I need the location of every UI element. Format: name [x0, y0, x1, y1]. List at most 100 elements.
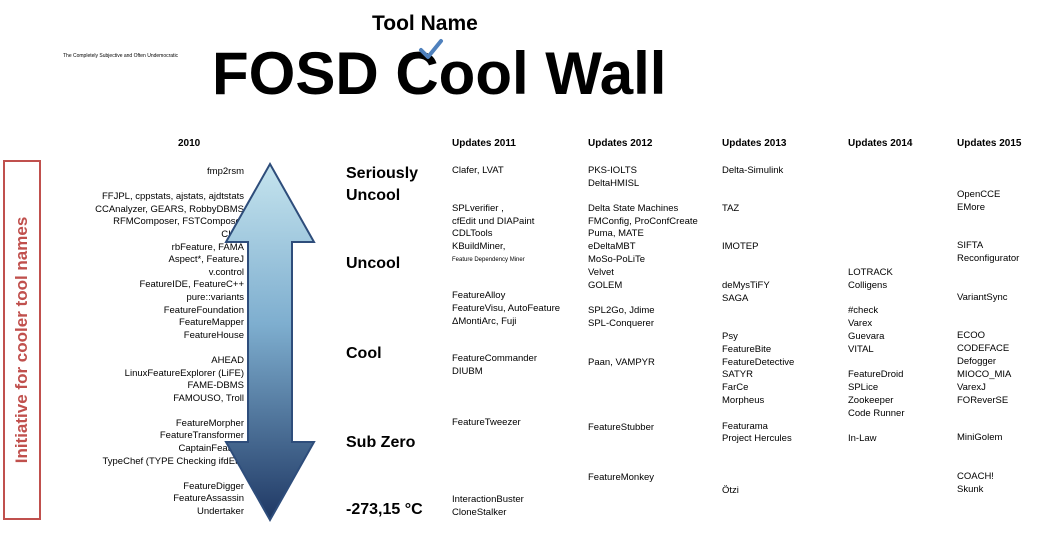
tool-name-label: Tool Name [372, 12, 478, 35]
list-item: PKS-IOLTS [588, 165, 637, 176]
list-item: FeatureFoundation [163, 304, 244, 316]
list-item: ECOO [957, 330, 985, 341]
list-item: InteractionBuster [452, 494, 524, 505]
level-sub-zero: Sub Zero [346, 434, 416, 451]
list-item: FeatureDroid [848, 369, 904, 380]
list-item: CODEFACE [957, 343, 1010, 354]
list-item: FeatureIDE, FeatureC++ [139, 279, 244, 291]
list-item: rbFeature, FAMA [171, 241, 244, 253]
column-header-2015: Updates 2015 [957, 138, 1022, 149]
list-item: FOReverSE [957, 395, 1009, 406]
column-header-2011: Updates 2011 [452, 138, 516, 149]
level-uncool: Uncool [346, 255, 401, 272]
list-item: DIUBM [452, 366, 483, 377]
list-item: Morpheus [722, 395, 765, 406]
level-absolute-zero: -273,15 °C [346, 501, 423, 518]
list-item: fmp2rsm [207, 166, 244, 177]
list-item: FFJPL, cppstats, ajstats, ajdtstats [101, 191, 244, 203]
list-item: Ötzi [722, 485, 739, 496]
list-item: Project Hercules [722, 433, 792, 444]
list-item: FeatureAssassin [173, 493, 244, 505]
list-item: COACH! [957, 471, 994, 482]
list-item: VarexJ [957, 382, 986, 393]
list-item: CCAnalyzer, GEARS, RobbyDBMS [95, 203, 244, 215]
list-item: FeatureDetective [722, 357, 795, 368]
list-item: MoSo-PoLiTe [588, 254, 646, 265]
list-item: FAMOUSO, Troll [173, 392, 244, 404]
list-item: FeatureDigger [183, 480, 244, 492]
list-item: CloneStalker [452, 507, 507, 518]
list-item: Zookeeper [848, 395, 894, 406]
list-item: MIOCO_MIA [957, 369, 1012, 380]
list-item: ΔMontiArc, Fuji [452, 316, 517, 327]
list-item: CaptainFeature [178, 443, 244, 455]
list-item: SPL-Conquerer [588, 318, 655, 329]
list-item: pure::variants [186, 291, 244, 303]
list-item: #check [848, 305, 879, 316]
list-item: VariantSync [957, 292, 1008, 303]
level-cool: Cool [346, 345, 382, 362]
list-item: Guevara [848, 331, 885, 342]
list-item: FeatureHouse [183, 329, 244, 341]
list-item: FeatureMonkey [588, 472, 655, 483]
list-item: OpenCCE [957, 189, 1001, 200]
list-item: FeatureAlloy [452, 290, 506, 301]
checkmark-icon [418, 38, 444, 65]
list-item: eDeltaMBT [588, 241, 636, 252]
list-item: DeltaHMISL [588, 178, 640, 189]
list-item: FMConfig, ProConfCreate [588, 216, 698, 227]
list-item: FeatureCommander [452, 353, 538, 364]
list-item: SPLice [848, 382, 879, 393]
list-item: Varex [848, 318, 873, 329]
list-item: Aspect*, FeatureJ [168, 254, 244, 266]
list-item: SIFTA [957, 240, 984, 251]
list-item: Puma, MATE [588, 228, 644, 239]
column-header-2010: 2010 [178, 138, 201, 149]
list-item: Skunk [957, 484, 984, 495]
list-item: RFMComposer, FSTComposer [113, 216, 244, 228]
list-item: FeatureMorpher [175, 417, 244, 429]
list-item: VITAL [848, 344, 874, 355]
list-item: Feature Dependency Miner [452, 257, 525, 263]
list-item: FeatureStubber [588, 422, 655, 433]
tagline: The Completely Subjective and Often Unde… [63, 53, 179, 59]
list-item: EMore [957, 202, 985, 213]
list-item: FarCe [722, 382, 749, 393]
list-item: SAGA [722, 293, 749, 304]
list-item: CDLTools [452, 228, 493, 239]
list-item: SATYR [722, 369, 753, 380]
list-item: KBuildMiner, [452, 241, 506, 252]
list-item: SPL2Go, Jdime [588, 305, 655, 316]
list-item: AHEAD [211, 354, 244, 366]
column-header-2012: Updates 2012 [588, 138, 653, 149]
list-item: FeatureMapper [179, 317, 244, 329]
page-title: FOSD Cool Wall [212, 40, 667, 107]
list-item: Defogger [957, 356, 997, 367]
list-item: Reconfigurator [957, 253, 1020, 264]
list-item: Clafer, LVAT [452, 165, 504, 176]
list-item: FAME-DBMS [187, 380, 244, 392]
sidebar-initiative-box: Initiative for cooler tool names [3, 160, 41, 520]
list-item: MiniGolem [957, 432, 1003, 443]
list-item: GOLEM [588, 280, 623, 291]
list-item: FeatureVisu, AutoFeature [452, 303, 561, 314]
list-item: cfEdit und DIAPaint [452, 216, 535, 227]
list-item: IMOTEP [722, 241, 759, 252]
list-item: Delta-Simulink [722, 165, 784, 176]
list-item: Featurama [722, 421, 768, 432]
list-item: Paan, VAMPYR [588, 357, 655, 368]
column-header-2013: Updates 2013 [722, 138, 787, 149]
list-item: deMysTiFY [722, 280, 770, 291]
list-item: Delta State Machines [588, 203, 679, 214]
list-item: SPLverifier , [452, 203, 504, 214]
list-item: LinuxFeatureExplorer (LiFE) [124, 367, 244, 379]
list-item: v.control [208, 266, 244, 278]
list-item: FeatureBite [722, 344, 772, 355]
list-item: TypeChef (TYPE Checking ifdEF) [102, 455, 245, 467]
list-item: FeatureTransformer [159, 430, 244, 442]
sidebar-label: Initiative for cooler tool names [12, 216, 31, 464]
list-item: LOTRACK [848, 267, 893, 278]
list-item: Velvet [588, 267, 614, 278]
cool-scale-arrow [222, 160, 318, 529]
list-item: FeatureTweezer [452, 417, 521, 428]
